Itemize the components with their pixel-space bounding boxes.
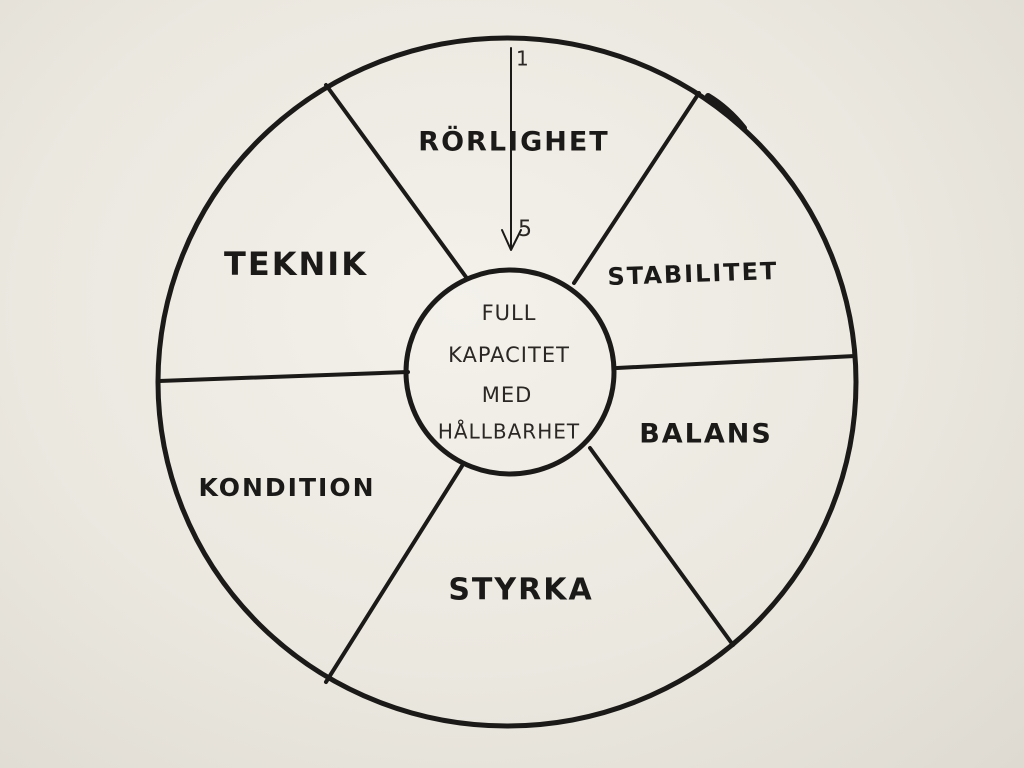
spoke-top-left xyxy=(324,83,468,279)
segment-label-kondition: KONDITION xyxy=(198,473,375,502)
scale-inner-value: 5 xyxy=(518,217,532,242)
scale-arrow-head xyxy=(501,229,522,251)
hub-text-line-4: HÅLLBARHET xyxy=(438,420,580,444)
center-hub xyxy=(403,267,617,477)
hub-text-line-1: FULL xyxy=(482,301,537,325)
spoke-bottom-left xyxy=(324,464,464,684)
segment-label-teknik: TEKNIK xyxy=(224,245,368,283)
segment-label-stabilitet: STABILITET xyxy=(607,257,779,291)
segment-label-balans: BALANS xyxy=(639,419,773,450)
ring-tick-mark xyxy=(705,93,747,131)
spoke-top-right xyxy=(572,91,701,285)
hub-text-line-2: KAPACITET xyxy=(448,343,570,367)
segment-label-styrka: STYRKA xyxy=(448,573,593,608)
hub-text-line-3: MED xyxy=(482,383,533,407)
spoke-bottom-right xyxy=(588,446,735,647)
scale-outer-value: 1 xyxy=(516,47,529,71)
spoke-right xyxy=(615,354,857,370)
spoke-left xyxy=(157,370,410,383)
segment-label-rorlighet: RÖRLIGHET xyxy=(418,125,609,158)
